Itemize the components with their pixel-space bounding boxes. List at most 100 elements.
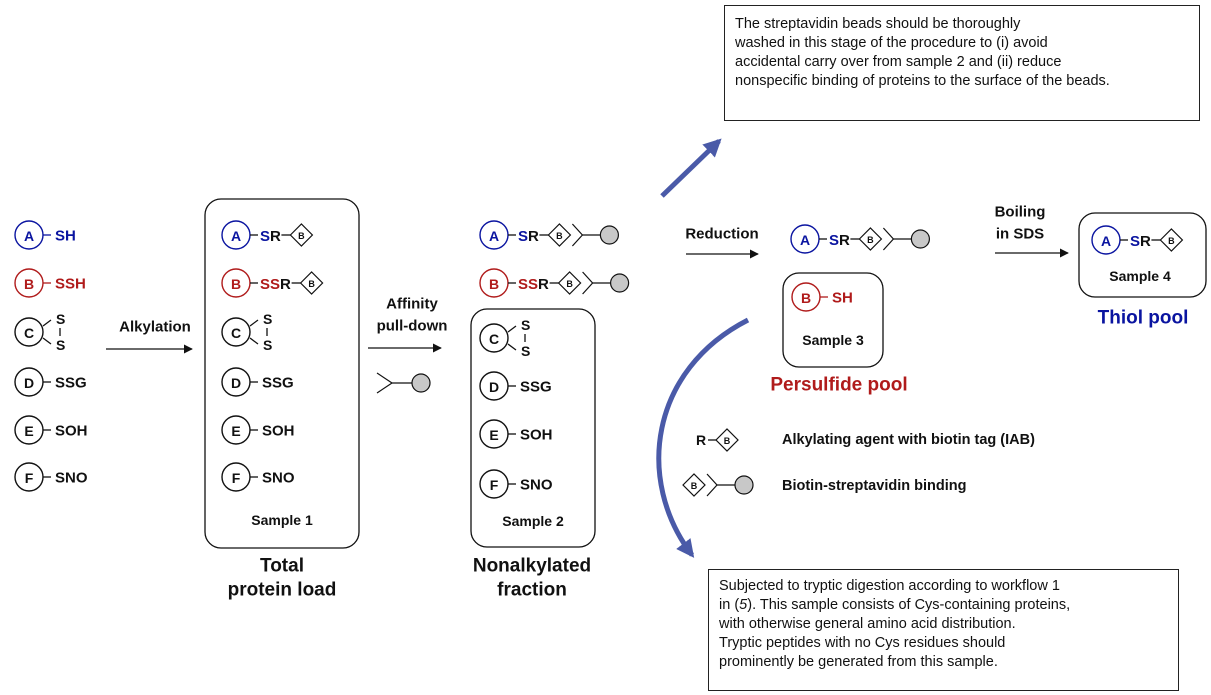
sample4-item-a-circle: A	[1091, 225, 1121, 255]
bound-item-a-circle: A	[479, 220, 509, 250]
initial-state-c-s-top: S	[56, 311, 65, 327]
bound-item-a-tag-diamond	[547, 223, 572, 247]
initial-state-d-circle: D	[14, 367, 44, 397]
initial-state-c-circle-ring	[14, 317, 44, 347]
sample1-item-c-bond-bottom	[249, 337, 259, 345]
reduced-item-a-binding-bead	[910, 229, 931, 249]
alkylation-label: Alkylation	[119, 319, 191, 336]
initial-state-b-circle-letter: B	[24, 276, 34, 292]
sample1-item-b-tag: B	[299, 271, 324, 295]
reduced-item-a-label: SR	[829, 232, 850, 249]
sample1-caption-line1: Total	[260, 556, 304, 577]
initial-state-e-circle: E	[14, 415, 44, 445]
note-bottom-line-3: with otherwise general amino acid distri…	[719, 616, 1016, 632]
sample2-item-d-label: SSG	[520, 379, 552, 396]
note-bottom: Subjected to tryptic digestion according…	[708, 569, 1179, 691]
initial-state-f-label: SNO	[55, 470, 88, 487]
legend-binding-symbol	[706, 473, 754, 497]
reduced-item-a-tag: B	[858, 227, 883, 251]
sample1-item-d-circle: D	[221, 367, 251, 397]
note-bottom-line-4: Tryptic peptides with no Cys residues sh…	[719, 635, 1006, 651]
sample4-item-a-circle-letter: A	[1101, 233, 1111, 249]
legend-binding-symbol-fork	[706, 473, 718, 497]
sample2-caption-line1: Nonalkylated	[473, 556, 591, 577]
affinity-label-line2: pull-down	[377, 318, 448, 335]
sample1-item-b-circle: B	[221, 268, 251, 298]
bound-item-b-circle-letter: B	[489, 276, 499, 292]
legend-iab-tag-letter: B	[724, 436, 731, 446]
sample4-label: Sample 4	[1109, 268, 1171, 284]
initial-state-c-circle-letter: C	[24, 325, 34, 341]
sample1-item-c-circle: C	[221, 317, 251, 347]
reduced-item-a-circle: A	[790, 224, 820, 254]
initial-state-b-circle: B	[14, 268, 44, 298]
initial-state-d-label: SSG	[55, 375, 87, 392]
reduced-item-a-tag-diamond	[858, 227, 883, 251]
sample2-item-f-label: SNO	[520, 477, 553, 494]
sample1-item-f-circle: F	[221, 462, 251, 492]
sample4-caption: Thiol pool	[1098, 308, 1189, 329]
sample1-item-d-circle-letter: D	[231, 375, 241, 391]
sample3-caption: Persulfide pool	[770, 375, 907, 396]
bound-item-a-binding-bead	[599, 225, 620, 245]
sample2-item-c-circle: C	[479, 323, 509, 353]
initial-state-c-s-bottom: S	[56, 337, 65, 353]
initial-state-a-label: SH	[55, 228, 76, 245]
initial-state-f-circle: F	[14, 462, 44, 492]
legend-binding-tag-letter: B	[691, 481, 698, 491]
note-top: The streptavidin beads should be thoroug…	[724, 5, 1200, 121]
streptavidin-bead-icon	[376, 372, 431, 394]
bound-item-b-label: SSR	[518, 276, 549, 293]
sample2-label: Sample 2	[502, 513, 564, 529]
initial-state-f-circle-letter: F	[25, 470, 34, 486]
bound-item-a-tag: B	[547, 223, 572, 247]
sample2-item-e-label: SOH	[520, 427, 553, 444]
bound-item-b-tag-letter: B	[566, 279, 573, 289]
sample1-item-c-circle-ring	[221, 317, 251, 347]
sample2-item-d-circle-letter: D	[489, 379, 499, 395]
sample1-item-b-circle-letter: B	[231, 276, 241, 292]
sample4-item-a-label: SR	[1130, 233, 1151, 250]
sample4-box	[1078, 212, 1207, 298]
bound-item-b-circle: B	[479, 268, 509, 298]
sample2-item-e-circle: E	[479, 419, 509, 449]
sample1-item-b-tag-letter: B	[308, 279, 315, 289]
boiling-label-line1: Boiling	[995, 204, 1046, 221]
sample2-item-c-bond-top	[507, 325, 517, 333]
bead-icon-fork	[376, 372, 394, 394]
sample1-item-a-circle-letter: A	[231, 228, 241, 244]
sample4-item-a-tag-letter: B	[1168, 236, 1175, 246]
sample1-label: Sample 1	[251, 512, 313, 528]
sample1-item-f-label: SNO	[262, 470, 295, 487]
sample2-item-f-circle-letter: F	[490, 477, 499, 493]
initial-state-e-circle-letter: E	[24, 423, 33, 439]
bound-item-b-binding-fork	[582, 271, 594, 295]
sample1-item-e-circle-letter: E	[231, 423, 240, 439]
initial-state-a-circle-letter: A	[24, 228, 34, 244]
sample4-item-a-tag-diamond	[1159, 228, 1184, 252]
sample2-item-c-s-bottom: S	[521, 343, 530, 359]
bead-icon-bead	[411, 373, 431, 393]
note-bottom-line-2-pre: in (	[719, 597, 740, 613]
sample2-item-c-circle-letter: C	[489, 331, 499, 347]
note-top-line-1: The streptavidin beads should be thoroug…	[735, 16, 1021, 32]
sample3-item-b-circle-letter: B	[801, 290, 811, 306]
sample2-item-c-bond-bottom	[507, 343, 517, 351]
reduced-item-a-tag-letter: B	[867, 235, 874, 245]
sample4-item-a-tag: B	[1159, 228, 1184, 252]
bound-item-a-binding	[571, 223, 620, 247]
initial-state-c-bond-bottom	[42, 337, 52, 345]
bound-item-b-tag: B	[557, 271, 582, 295]
reduced-item-a-binding	[882, 227, 931, 251]
sample1-item-f-circle-letter: F	[232, 470, 241, 486]
affinity-label-line1: Affinity	[386, 296, 438, 313]
sample2-item-c-s-top: S	[521, 317, 530, 333]
sample1-box	[204, 198, 360, 549]
initial-state-e-label: SOH	[55, 423, 88, 440]
note-bottom-line-2-post: ). This sample consists of Cys-containin…	[747, 597, 1071, 613]
initial-state-d-circle-letter: D	[24, 375, 34, 391]
reduced-item-a-circle-letter: A	[800, 232, 810, 248]
sample1-item-a-tag: B	[289, 223, 314, 247]
note-top-line-4: nonspecific binding of proteins to the s…	[735, 73, 1110, 89]
